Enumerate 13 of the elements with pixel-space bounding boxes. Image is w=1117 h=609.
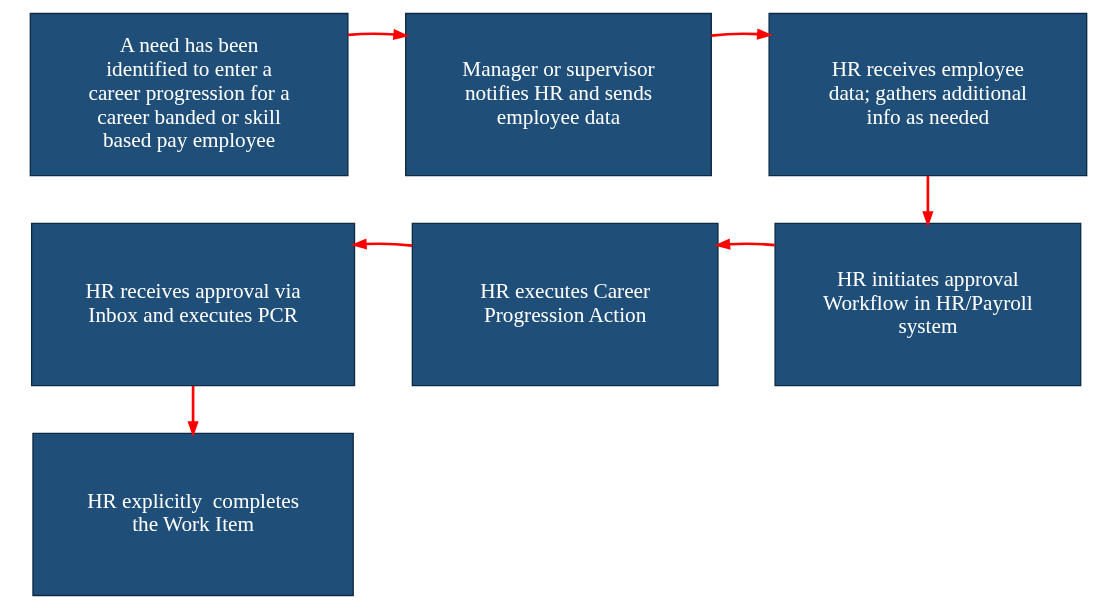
arrow xyxy=(711,28,773,40)
node-box: A need has been identified to enter a career progression for a career banded or skill based pay employee xyxy=(29,12,349,177)
node-box: HR receives approval via Inbox and executes PCR xyxy=(30,222,356,387)
arrow xyxy=(350,238,413,250)
arrow xyxy=(714,238,775,250)
node-box: HR explicitly completes the Work Item xyxy=(32,432,354,597)
node-box: HR executes Career Progression Action xyxy=(411,222,719,387)
node-box: HR receives employee data; gathers additional info as needed xyxy=(768,12,1088,177)
node-box: Manager or supervisor notifies HR and sends employee data xyxy=(405,12,712,177)
arrow xyxy=(348,28,410,40)
arrow xyxy=(187,385,199,438)
arrow xyxy=(922,176,934,228)
node-box: HR initiates approval Workflow in HR/Payroll system xyxy=(774,222,1082,387)
